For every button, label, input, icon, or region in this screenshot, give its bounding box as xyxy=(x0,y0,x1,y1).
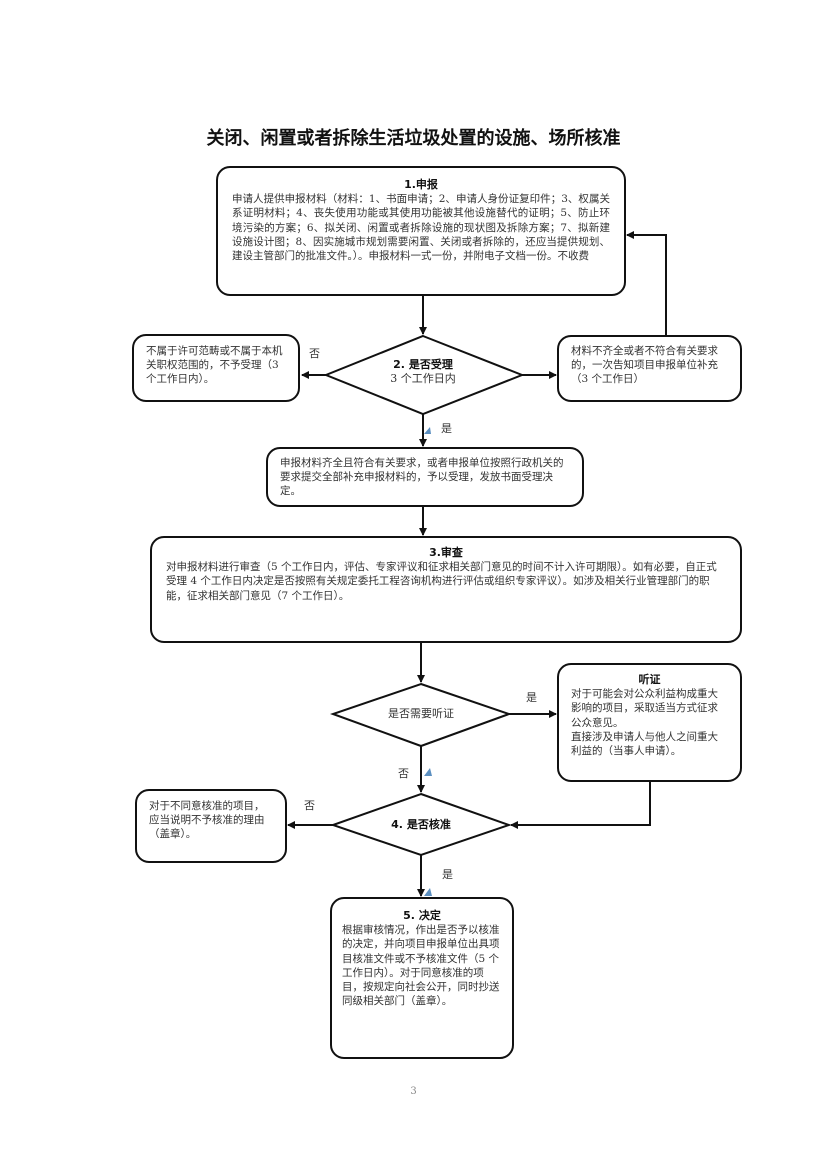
hearing-body-public: 对于可能会对公众利益构成重大影响的项目，采取适当方式征求公众意见。 xyxy=(571,688,718,729)
accept-decision-text: 2. 是否受理 3 个工作日内 xyxy=(346,358,500,386)
accept-no-label: 否 xyxy=(309,347,320,360)
hearing-body-party: 直接涉及申请人与他人之间重大利益的（当事人申请）。 xyxy=(571,730,718,758)
apply-step-body: 申请人提供申报材料（材料：1、书面申请；2、申请人身份证复印件；3、权属关系证明… xyxy=(232,193,610,263)
marker-triangle-icon xyxy=(424,768,432,776)
disapprove-box: 对于不同意核准的项目，应当说明不予核准的理由（盖章）。 xyxy=(135,789,287,863)
approve-yes-label: 是 xyxy=(442,868,453,881)
hearing-box: 听证 对于可能会对公众利益构成重大影响的项目，采取适当方式征求公众意见。 直接涉… xyxy=(557,663,742,782)
supplement-box: 材料不齐全或者不符合有关要求的，一次告知项目申报单位补充（3 个工作日） xyxy=(557,335,742,402)
review-step-body: 对申报材料进行审查（5 个工作日内，评估、专家评议和征求相关部门意见的时间不计入… xyxy=(166,561,717,602)
reject-scope-box: 不属于许可范畴或不属于本机关职权范围的，不予受理（3 个工作日内）。 xyxy=(132,334,300,402)
hearing-heading: 听证 xyxy=(638,673,661,686)
marker-triangle-icon xyxy=(424,427,431,434)
connector-supplement-to-apply xyxy=(626,231,667,336)
decision-step-heading: 5. 决定 xyxy=(403,909,441,922)
hearing-yes-label: 是 xyxy=(526,691,537,704)
decision-step-box: 5. 决定 根据审核情况，作出是否予以核准的决定，并向项目申报单位出具项目核准文… xyxy=(330,897,514,1059)
apply-step-box: 1.申报 申请人提供申报材料（材料：1、书面申请；2、申请人身份证复印件；3、权… xyxy=(216,166,626,296)
disapprove-body: 对于不同意核准的项目，应当说明不予核准的理由（盖章）。 xyxy=(149,800,265,841)
accepted-body: 申报材料齐全且符合有关要求，或者申报单位按照行政机关的要求提交全部补充申报材料的… xyxy=(280,457,564,498)
approve-no-label: 否 xyxy=(304,799,315,812)
apply-step-heading: 1.申报 xyxy=(404,178,438,191)
accept-decision-sub: 3 个工作日内 xyxy=(390,372,456,385)
reject-scope-body: 不属于许可范畴或不属于本机关职权范围的，不予受理（3 个工作日内）。 xyxy=(146,345,283,386)
approve-decision-text: 4. 是否核准 xyxy=(351,818,491,832)
review-step-box: 3.审查 对申报材料进行审查（5 个工作日内，评估、专家评议和征求相关部门意见的… xyxy=(150,536,742,643)
accept-decision-heading: 2. 是否受理 xyxy=(393,358,453,371)
accepted-box: 申报材料齐全且符合有关要求，或者申报单位按照行政机关的要求提交全部补充申报材料的… xyxy=(266,447,584,507)
marker-triangle-icon xyxy=(424,888,432,896)
decision-step-body: 根据审核情况，作出是否予以核准的决定，并向项目申报单位出具项目核准文件或不予核准… xyxy=(342,924,500,1008)
approve-decision-heading: 4. 是否核准 xyxy=(391,818,451,831)
accept-yes-label: 是 xyxy=(441,422,452,435)
hearing-no-label: 否 xyxy=(398,767,409,780)
review-step-heading: 3.审查 xyxy=(429,546,463,559)
connector-hearing-to-approve xyxy=(510,781,651,829)
page-number: 3 xyxy=(410,1086,417,1097)
hearing-decision-text: 是否需要听证 xyxy=(388,707,454,720)
page-title: 关闭、闲置或者拆除生活垃圾处置的设施、场所核准 xyxy=(206,128,621,149)
supplement-body: 材料不齐全或者不符合有关要求的，一次告知项目申报单位补充（3 个工作日） xyxy=(571,345,718,386)
